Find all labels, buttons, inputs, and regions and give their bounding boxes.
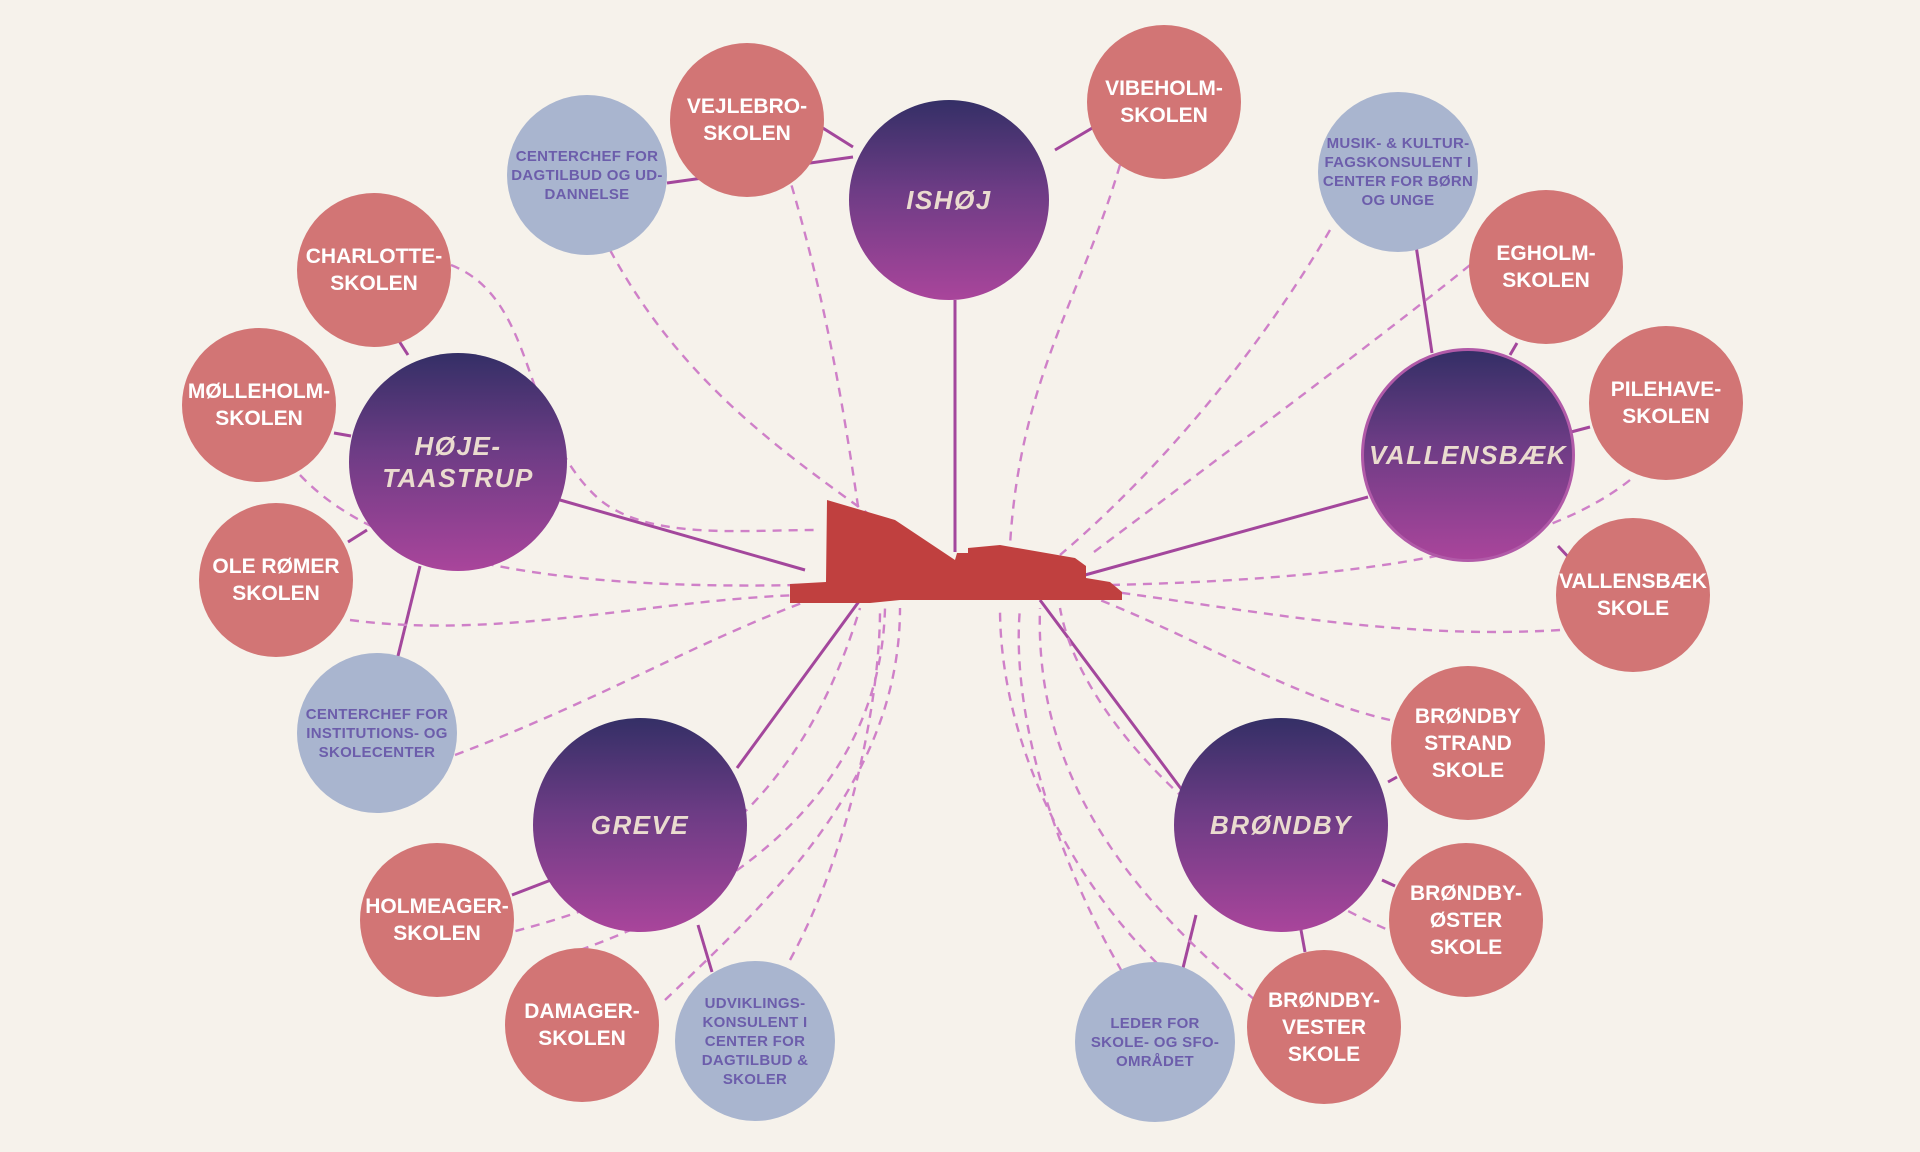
school-brondby-vester: BRØNDBY- VESTER SKOLE — [1247, 950, 1401, 1104]
school-label: CHARLOTTE- SKOLEN — [306, 243, 442, 297]
school-pilehave: PILEHAVE- SKOLEN — [1589, 326, 1743, 480]
school-vejlebro: VEJLEBRO- SKOLEN — [670, 43, 824, 197]
school-charlotte: CHARLOTTE- SKOLEN — [297, 193, 451, 347]
municipality-label: VALLENSBÆK — [1369, 439, 1567, 471]
school-label: EGHOLM- SKOLEN — [1496, 240, 1595, 294]
hub-building-shape — [790, 500, 1122, 603]
role-udviklingskonsulent: UDVIKLINGS- KONSULENT I CENTER FOR DAGTI… — [675, 961, 835, 1121]
role-label: MUSIK- & KULTUR- FAGSKONSULENT I CENTER … — [1323, 134, 1473, 210]
role-label: LEDER FOR SKOLE- OG SFO- OMRÅDET — [1091, 1014, 1219, 1071]
school-ole-romer: OLE RØMER SKOLEN — [199, 503, 353, 657]
school-damager: DAMAGER- SKOLEN — [505, 948, 659, 1102]
school-brondby-oster: BRØNDBY- ØSTER SKOLE — [1389, 843, 1543, 997]
role-leder-skole-sfo: LEDER FOR SKOLE- OG SFO- OMRÅDET — [1075, 962, 1235, 1122]
municipality-brondby: BRØNDBY — [1174, 718, 1388, 932]
school-vibeholm: VIBEHOLM- SKOLEN — [1087, 25, 1241, 179]
role-label: CENTERCHEF FOR DAGTILBUD OG UD- DANNELSE — [511, 147, 662, 204]
school-label: OLE RØMER SKOLEN — [212, 553, 339, 607]
role-musik-kultur-konsulent: MUSIK- & KULTUR- FAGSKONSULENT I CENTER … — [1318, 92, 1478, 252]
school-label: PILEHAVE- SKOLEN — [1611, 376, 1721, 430]
municipality-ishoj: ISHØJ — [849, 100, 1049, 300]
municipality-label: ISHØJ — [906, 184, 992, 216]
school-label: VIBEHOLM- SKOLEN — [1105, 75, 1223, 129]
school-label: VALLENSBÆK SKOLE — [1559, 568, 1707, 622]
municipality-label: GREVE — [591, 809, 690, 841]
municipality-label: HØJE- TAASTRUP — [382, 430, 534, 494]
school-label: MØLLEHOLM- SKOLEN — [188, 378, 330, 432]
school-label: HOLMEAGER- SKOLEN — [365, 893, 509, 947]
role-label: UDVIKLINGS- KONSULENT I CENTER FOR DAGTI… — [702, 994, 809, 1089]
school-label: BRØNDBY- ØSTER SKOLE — [1410, 880, 1522, 961]
school-label: BRØNDBY STRAND SKOLE — [1415, 703, 1521, 784]
school-vallensbaek-skole: VALLENSBÆK SKOLE — [1556, 518, 1710, 672]
municipality-greve: GREVE — [533, 718, 747, 932]
municipality-vallensbaek: VALLENSBÆK — [1361, 348, 1575, 562]
school-brondby-strand: BRØNDBY STRAND SKOLE — [1391, 666, 1545, 820]
role-centerchef-dagtilbud: CENTERCHEF FOR DAGTILBUD OG UD- DANNELSE — [507, 95, 667, 255]
school-label: BRØNDBY- VESTER SKOLE — [1268, 987, 1380, 1068]
school-molleholm: MØLLEHOLM- SKOLEN — [182, 328, 336, 482]
school-label: VEJLEBRO- SKOLEN — [687, 93, 807, 147]
municipality-label: BRØNDBY — [1210, 809, 1352, 841]
school-egholm: EGHOLM- SKOLEN — [1469, 190, 1623, 344]
role-centerchef-institutions: CENTERCHEF FOR INSTITUTIONS- OG SKOLECEN… — [297, 653, 457, 813]
school-label: DAMAGER- SKOLEN — [524, 998, 640, 1052]
school-holmeager: HOLMEAGER- SKOLEN — [360, 843, 514, 997]
role-label: CENTERCHEF FOR INSTITUTIONS- OG SKOLECEN… — [306, 705, 449, 762]
municipality-hoje-taastrup: HØJE- TAASTRUP — [349, 353, 567, 571]
